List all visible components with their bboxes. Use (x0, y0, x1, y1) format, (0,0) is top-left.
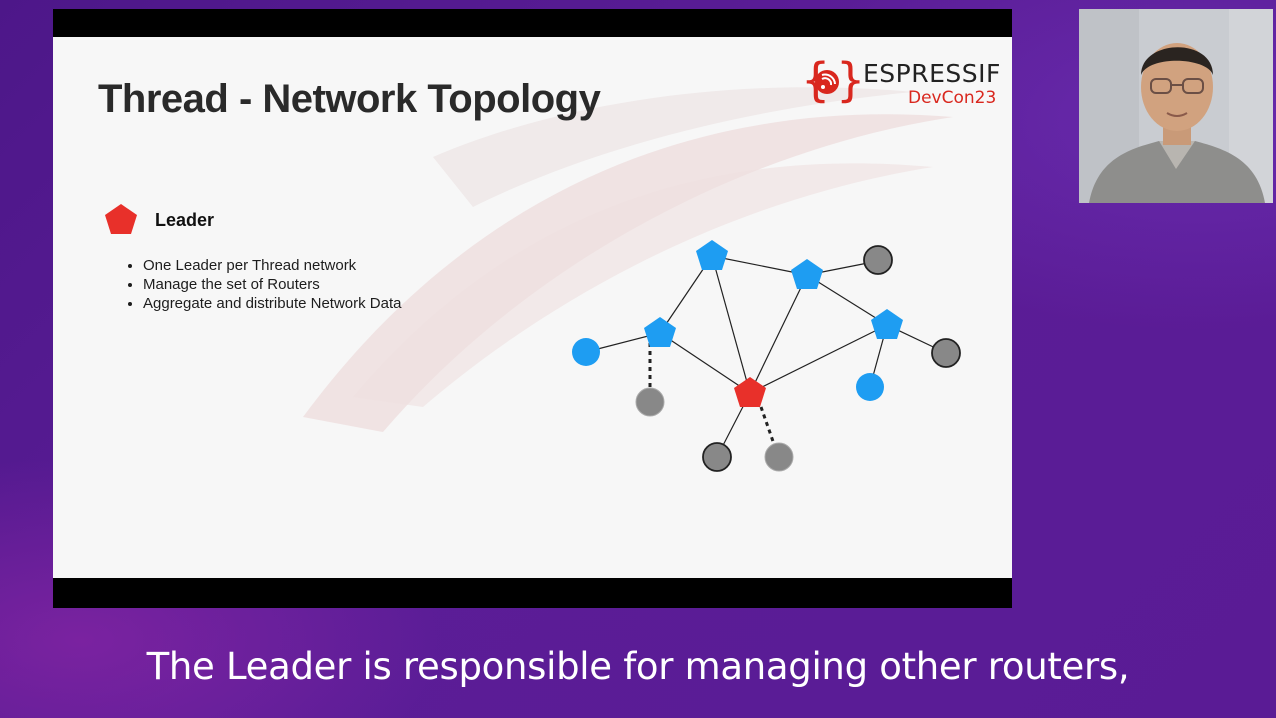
bullet-item: One Leader per Thread network (143, 256, 401, 275)
legend-label: Leader (155, 210, 215, 230)
slide-title: Thread - Network Topology (98, 77, 601, 121)
link (749, 324, 888, 394)
sleepy-devices-dashed (635, 387, 794, 472)
espressif-mark-icon (815, 70, 839, 94)
bullet-item: Aggregate and distribute Network Data (143, 294, 401, 313)
sleepy-device-node (931, 338, 961, 368)
sleepy-device-node (635, 387, 665, 417)
sleepy-link (759, 406, 777, 448)
bullet-list: One Leader per Thread network Manage the… (125, 256, 401, 313)
link (659, 332, 751, 394)
sleepy-device-node (702, 442, 732, 472)
link (711, 255, 751, 394)
bullet-item: Manage the set of Routers (143, 275, 401, 294)
router-node (644, 317, 676, 347)
end-device-node (856, 373, 884, 401)
sleepy-devices (702, 245, 961, 472)
router-node (696, 240, 728, 270)
router-node (791, 259, 823, 289)
watermark-swoosh (303, 87, 953, 432)
red-pentagon-icon (105, 204, 137, 234)
links (585, 255, 947, 458)
link (806, 274, 888, 326)
brand-name: ESPRESSIF (863, 59, 1001, 88)
link (711, 255, 808, 276)
event-name: DevCon23 (908, 88, 997, 108)
espressif-devcon-logo: { } ESPRESSIF DevCon23 (801, 53, 1001, 110)
thread-topology-diagram (572, 240, 961, 472)
presenter-video (1079, 9, 1273, 203)
router-node (871, 309, 903, 339)
subtitle-caption: The Leader is responsible for managing o… (146, 645, 1130, 688)
leader-node (734, 377, 766, 407)
end-devices (572, 338, 884, 401)
presenter-webcam (1079, 9, 1273, 203)
sleepy-device-node (863, 245, 893, 275)
end-device-node (572, 338, 600, 366)
right-brace-icon: } (836, 53, 866, 107)
routers (644, 240, 903, 347)
sleepy-device-node (764, 442, 794, 472)
slide: Thread - Network Topology { } ESPRESSIF … (53, 37, 1012, 578)
link (749, 274, 808, 394)
